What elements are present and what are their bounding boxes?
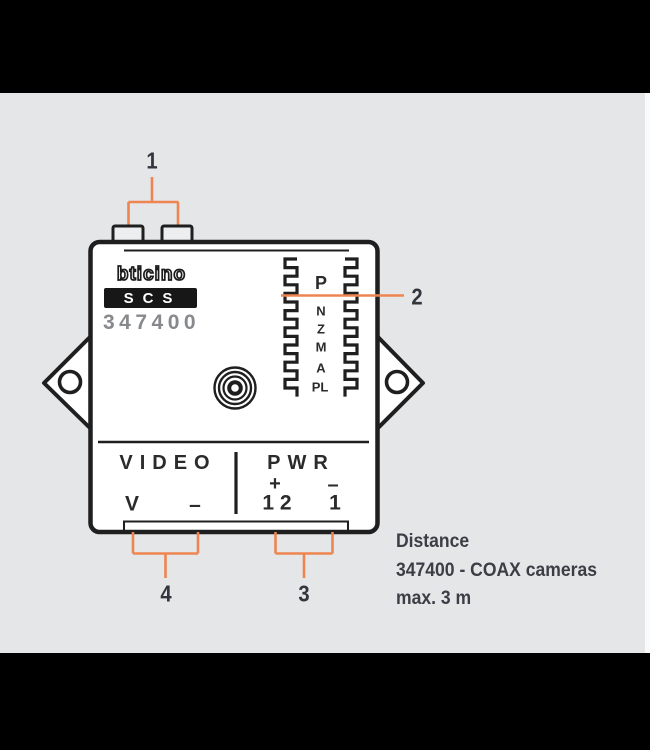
callout-4-bracket <box>131 532 200 578</box>
distance-note-line2: 347400 - COAX cameras <box>396 558 597 581</box>
bottom-inner-edge <box>123 520 349 530</box>
distance-note-line3: max. 3 m <box>396 587 472 609</box>
bottom-black-bar <box>0 653 650 750</box>
left-screw-hole <box>57 369 83 395</box>
terminal-label-p: P <box>314 273 328 293</box>
pwr-terminal-12: 1 2 <box>262 491 292 515</box>
pwr-terminal-1: 1 <box>329 491 341 515</box>
callout-1-bracket <box>127 177 180 225</box>
scs-badge: SCS <box>104 288 197 308</box>
video-section-title: VIDEO <box>119 452 217 474</box>
terminal-label-a: A <box>316 360 326 376</box>
distance-note: Distance 347400 - COAX cameras max. 3 m <box>396 527 597 613</box>
callout-3-label: 3 <box>298 580 310 607</box>
terminal-label-pl: PL <box>311 379 329 395</box>
callout-3-bracket <box>274 532 334 578</box>
callout-2-label: 2 <box>411 283 423 310</box>
model-number: 347400 <box>103 311 201 334</box>
video-terminal-v: V <box>124 492 140 516</box>
pwr-plus-sign: + <box>269 473 281 495</box>
callout-1-label: 1 <box>146 147 158 174</box>
terminal-label-z: Z <box>317 321 325 337</box>
distance-note-line1: Distance <box>396 530 470 552</box>
video-terminal-minus: – <box>189 493 201 517</box>
right-screw-hole <box>384 369 410 395</box>
terminal-label-n: N <box>316 303 326 319</box>
top-black-bar <box>0 0 650 93</box>
bticino-logo: bticino <box>116 263 187 286</box>
pwr-section-title: PWR <box>267 452 335 474</box>
pwr-minus-sign: – <box>327 474 339 496</box>
terminal-strip-right-icon <box>343 257 359 397</box>
callout-4-label: 4 <box>160 580 172 607</box>
terminal-label-m: M <box>315 339 327 355</box>
coax-connector-icon <box>213 366 257 410</box>
terminal-strip-left-icon <box>283 257 299 397</box>
page-edge-strip <box>645 93 650 653</box>
